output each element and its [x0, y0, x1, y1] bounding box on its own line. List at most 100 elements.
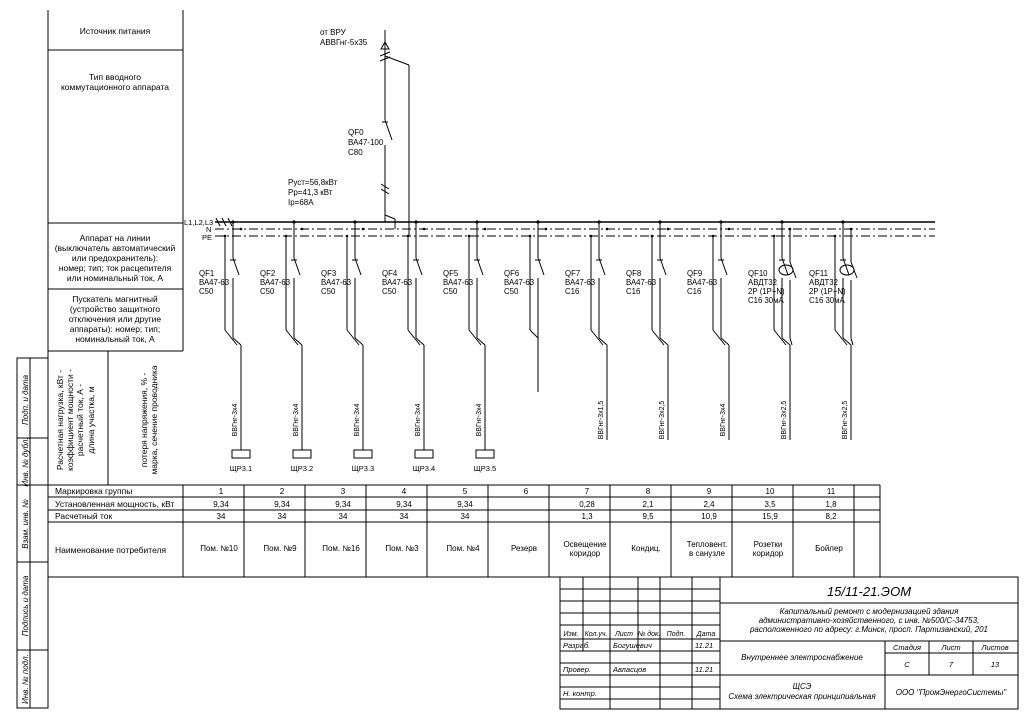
svg-text:11.21: 11.21	[695, 665, 713, 674]
rcd-contact	[789, 261, 797, 279]
cell-group-number: 2	[280, 487, 285, 496]
cable-feed	[468, 329, 482, 346]
svg-text:административно-хозяйственного: административно-хозяйственного, с инв. №…	[759, 616, 980, 625]
cable-feed	[659, 337, 669, 346]
cell-power: 9,34	[335, 500, 351, 509]
svg-text:Дата: Дата	[696, 631, 716, 638]
cable-label: ВВГнг-3х1,5	[598, 401, 605, 440]
cell-group-number: 11	[827, 487, 836, 496]
panel-label: ЩР3.3	[352, 464, 374, 473]
svg-text:аппараты): номер; тип;: аппараты): номер; тип;	[70, 324, 161, 334]
project-description: Капитальный ремонт с модернизацией здани…	[749, 607, 988, 634]
cable-feed	[651, 329, 665, 346]
cable-feed	[773, 329, 787, 346]
svg-text:Лист: Лист	[614, 631, 633, 638]
breaker-contact	[232, 257, 240, 276]
breaker-label: QF11	[809, 269, 828, 278]
breaker-label: С16 30мА	[748, 296, 785, 305]
cell-group-number: 5	[463, 487, 468, 496]
panel-box	[231, 449, 251, 459]
supply-text: от ВРУ АВВГнг-5х35 QF0 ВА47-100 С80 Руст…	[288, 28, 384, 207]
breaker-label: С50	[504, 287, 519, 296]
cable-feed	[415, 337, 425, 346]
svg-text:Подп.: Подп.	[667, 630, 686, 638]
stamp-inv-dubl: Инв. № дубл.	[21, 437, 30, 486]
svg-text:Изм.: Изм.	[564, 631, 579, 638]
breaker-label: С16	[565, 287, 579, 296]
cell-group-number: 6	[524, 487, 529, 496]
bus-junction	[483, 227, 487, 231]
breaker-label: ВА47-63	[626, 278, 656, 287]
cell-consumer: Освещение	[563, 540, 607, 549]
breaker-label: АВДТ32	[748, 278, 777, 287]
stamp-vzam-inv: Взам. инв. №	[21, 499, 30, 549]
breaker-contact	[293, 257, 301, 276]
revision-headers: Изм. Кол.уч. Лист № док. Подп. Дата	[564, 630, 716, 638]
cell-consumer: Пом. №16	[322, 544, 360, 553]
cable-feed	[590, 329, 604, 346]
breaker-label: QF9	[687, 269, 702, 278]
breaker-label: С50	[260, 287, 275, 296]
svg-text:Рр=41,3 кВт: Рр=41,3 кВт	[288, 188, 333, 197]
cable-feed	[842, 337, 852, 346]
breaker-label: ВА47-63	[687, 278, 717, 287]
cable-feed	[232, 337, 242, 346]
cable-feed	[834, 329, 848, 346]
breaker-contact	[842, 257, 850, 276]
svg-text:ЩСЭ: ЩСЭ	[793, 682, 812, 691]
cable-feed	[224, 329, 238, 346]
cell-consumer: Бойлер	[815, 544, 843, 553]
stamp-signature-date: Подпись и дата	[21, 575, 30, 636]
group-9: QF9ВА47-63С16ВВГнг-3х492,410,9Тепловент.…	[687, 220, 731, 558]
cell-consumer: Тепловент.	[687, 540, 727, 549]
svg-text:С80: С80	[348, 148, 363, 157]
cell-current: 34	[278, 512, 287, 521]
breaker-contact	[598, 257, 606, 276]
svg-text:Листов: Листов	[980, 643, 1008, 652]
cell-current: 1,3	[581, 512, 593, 521]
cable-feed	[354, 337, 364, 346]
breaker-label: С16 30мА	[809, 296, 846, 305]
cable-feed	[720, 337, 730, 346]
breaker-contact	[659, 257, 667, 276]
doc-title: ЩСЭ Схема электрическая принципиальная	[728, 682, 876, 701]
cell-group-number: 4	[402, 487, 407, 496]
cell-consumer: Пом. №4	[446, 544, 480, 553]
panel-box	[475, 449, 495, 459]
bus-label-pe: PE	[202, 233, 212, 242]
cable-label: ВВГнг-3х4	[293, 404, 300, 437]
cell-consumer: коридор	[753, 549, 784, 558]
breaker-contact	[720, 257, 728, 276]
stage-sheet-cells: Стадия Лист Листов С 7 13	[893, 643, 1009, 669]
svg-text:номинальный ток, А: номинальный ток, А	[75, 334, 155, 344]
bus-junction	[727, 227, 731, 231]
label-input-device: Тип вводного коммутационного аппарата	[61, 72, 169, 92]
bus-junction	[361, 227, 365, 231]
svg-text:отключения или другие: отключения или другие	[69, 314, 161, 324]
panel-label: ЩР3.4	[413, 464, 435, 473]
cell-group-number: 8	[646, 487, 651, 496]
svg-text:Схема электрическая принципиал: Схема электрическая принципиальная	[728, 692, 876, 701]
breaker-label: QF2	[260, 269, 275, 278]
cell-power: 9,34	[457, 500, 473, 509]
label-calc-load: Расчетная нагрузка, кВт - коэффициент мо…	[55, 369, 96, 471]
bus-junction	[239, 227, 243, 231]
cable-label: ВВГнг-3х2,5	[659, 401, 666, 440]
svg-text:Богушевич: Богушевич	[613, 641, 652, 650]
svg-text:Лист: Лист	[940, 643, 960, 652]
cable-label: ВВГнг-3х4	[415, 404, 422, 437]
svg-text:№ док.: № док.	[638, 630, 661, 638]
cell-consumer: Розетки	[754, 540, 783, 549]
breaker-contact	[781, 257, 789, 276]
panel-label: ЩР3.1	[230, 464, 252, 473]
breaker-label: АВДТ32	[809, 278, 838, 287]
cell-current: 15,9	[762, 512, 778, 521]
svg-text:Н. контр.: Н. контр.	[563, 689, 597, 698]
breaker-label: QF5	[443, 269, 459, 278]
svg-text:номер; тип; ток расцепителя: номер; тип; ток расцепителя	[59, 263, 172, 273]
svg-text:Аппарат на линии: Аппарат на линии	[80, 233, 151, 243]
